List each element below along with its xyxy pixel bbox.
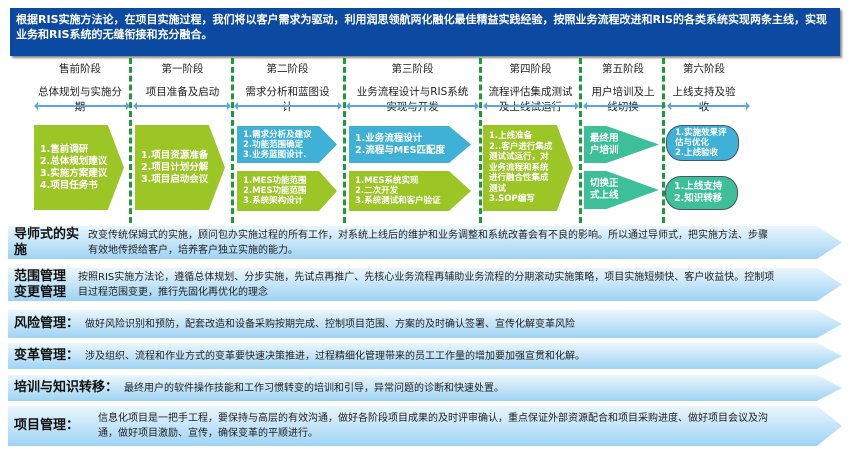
task: 4.项目任务书 [40, 179, 98, 191]
task: 3.项目启动会议 [141, 173, 209, 185]
phase-divider [129, 58, 132, 223]
band-heading: 风险管理： [14, 316, 80, 331]
task: 2..客户进行集成测试试运行，对业务流程和系统进行融合性集成测试 [489, 141, 553, 194]
stage-subtitle: 上线支持及验收 [672, 86, 736, 113]
task: 2.MES功能范围 [243, 186, 307, 196]
task: 3.业务蓝图设计. [243, 149, 307, 160]
stage-title: 第五阶段 [602, 63, 644, 75]
stage5-cutover: 切换正式上线 [584, 171, 659, 209]
task: 2.二次开发 [355, 186, 399, 196]
stage-6: 第六阶段上线支持及验收 [668, 62, 740, 115]
stage-subtitle: 流程评估集成测试及上线试运行 [488, 86, 573, 113]
band-text: 按照RIS实施方法论，遵循总体规划、分步实施，先试点再推广、先核心业务流程再辅助… [78, 271, 775, 298]
task: 2.项目计划分解 [141, 161, 209, 173]
stage-title: 售前阶段 [59, 63, 101, 75]
band-mentor-implementation: 导师式的实施改变传统保姆式的实施，顾问包办实施过程的所有工作，对系统上线后的维护… [8, 226, 842, 259]
span-arrow [133, 102, 231, 110]
stage-3: 第三阶段业务流程设计与RIS系统实现与开发 [355, 62, 470, 115]
stage-4: 第四阶段流程评估集成测试及上线试运行 [488, 62, 573, 115]
stage-subtitle: 用户培训及上线切换 [591, 86, 655, 113]
phase-divider [479, 58, 482, 223]
stage-subtitle: 需求分析和蓝图设计 [245, 86, 330, 113]
band-heading: 导师式的实施 [14, 226, 80, 258]
task: 1.项目资源准备 [141, 149, 209, 161]
span-arrow [34, 102, 130, 110]
band-training: 培训与知识转移： 最终用户的软件操作技能和工作习惯转变的培训和引导，异常问题的诊断… [8, 375, 842, 401]
stage-1: 第一阶段项目准备及启动 [140, 62, 225, 100]
band-text: 信息化项目是一把手工程，要保持与高层的有效沟通，做好各阶段项目成果的及时评审确认… [98, 413, 768, 439]
task: 最终用户培训 [590, 132, 619, 156]
band-project-mgmt: 项目管理： 信息化项目是一把手工程，要保持与高层的有效沟通，做好各阶段项目成果的及… [8, 406, 842, 446]
stage-presale: 售前阶段总体规划与实施分期 [35, 62, 125, 115]
span-arrow [234, 102, 342, 110]
task: 1.需求分析及建议 [243, 129, 312, 140]
stage-subtitle: 总体规划与实施分期 [38, 86, 122, 113]
stage-title: 第二阶段 [266, 63, 309, 75]
stage-subtitle: 业务流程设计与RIS系统实现与开发 [356, 86, 469, 113]
task: 1.上线支持 [674, 181, 723, 192]
band-heading: 范围管理变更管理 [14, 268, 67, 300]
task: 3.实施方案建议 [40, 167, 108, 179]
stage-2: 第二阶段需求分析和蓝图设计 [245, 62, 330, 115]
band-risk: 风险管理： 做好风险识别和预防，配套改造和设备采购按期完成、控制项目范围、方案的及… [8, 310, 842, 338]
stage-title: 第六阶段 [683, 63, 725, 75]
phase-divider [343, 58, 346, 223]
span-arrow [346, 102, 479, 110]
phase-divider [579, 58, 582, 223]
stage-title: 第一阶段 [161, 63, 204, 75]
task: 2.总体规划建议 [40, 155, 108, 167]
stage5-training: 最终用户培训 [584, 126, 659, 163]
task: 3.SOP编写 [489, 194, 535, 205]
task: 1.MES系统实现 [355, 176, 419, 186]
band-heading: 项目管理： [14, 418, 80, 433]
task: 2.功能范围确定 [243, 139, 304, 150]
phase-divider [231, 58, 234, 223]
task: 3.系统架构设计 [243, 196, 304, 206]
task: 2.上线验收 [675, 148, 719, 158]
band-text: 最终用户的软件操作技能和工作习惯转变的培训和引导，异常问题的诊断和快速处置。 [124, 382, 505, 394]
stage-subtitle: 项目准备及启动 [145, 86, 220, 98]
band-change-mgmt: 变革管理： 涉及组织、流程和作业方式的变革要快速决策推进，过程精细化管理带来的员工… [8, 343, 842, 369]
band-text: 改变传统保姆式的实施，顾问包办实施过程的所有工作，对系统上线后的维护和业务调整和… [88, 229, 768, 256]
task: 2.流程与MES匹配度 [355, 144, 446, 156]
task: 3.系统测试和客户验证 [355, 196, 441, 206]
stage-5: 第五阶段用户培训及上线切换 [588, 62, 658, 115]
task: 2.知识转移 [674, 193, 723, 204]
task: 1.业务流程设计 [355, 132, 423, 144]
task: 1.售前调研 [40, 143, 89, 155]
span-arrow [667, 102, 750, 110]
task: 1.上线准备 [489, 131, 533, 142]
span-arrow [583, 102, 666, 110]
band-scope-change: 范围管理变更管理按照RIS实施方法论，遵循总体规划、分步实施，先试点再推广、先核… [8, 268, 842, 301]
band-heading: 变革管理： [14, 348, 80, 363]
band-text: 做好风险识别和预防，配套改造和设备采购按期完成、控制项目范围、方案的及时确认签署… [85, 318, 576, 330]
task: 1.实施效果评估与优化 [675, 128, 727, 148]
band-heading: 培训与知识转移： [14, 380, 119, 395]
span-arrow [483, 102, 579, 110]
task: 1.MES功能范围 [243, 176, 307, 186]
stage-title: 第四阶段 [509, 63, 552, 75]
phase-divider [662, 58, 665, 223]
task: 切换正式上线 [590, 178, 619, 201]
band-text: 涉及组织、流程和作业方式的变革要快速决策推进，过程精细化管理带来的员工工作量的增… [85, 350, 586, 362]
summary-banner: 根据RIS实施方法论，在项目实施过程，我们将以客户需求为驱动，利用润思领航两化融… [10, 8, 840, 56]
stage-title: 第三阶段 [391, 63, 434, 75]
